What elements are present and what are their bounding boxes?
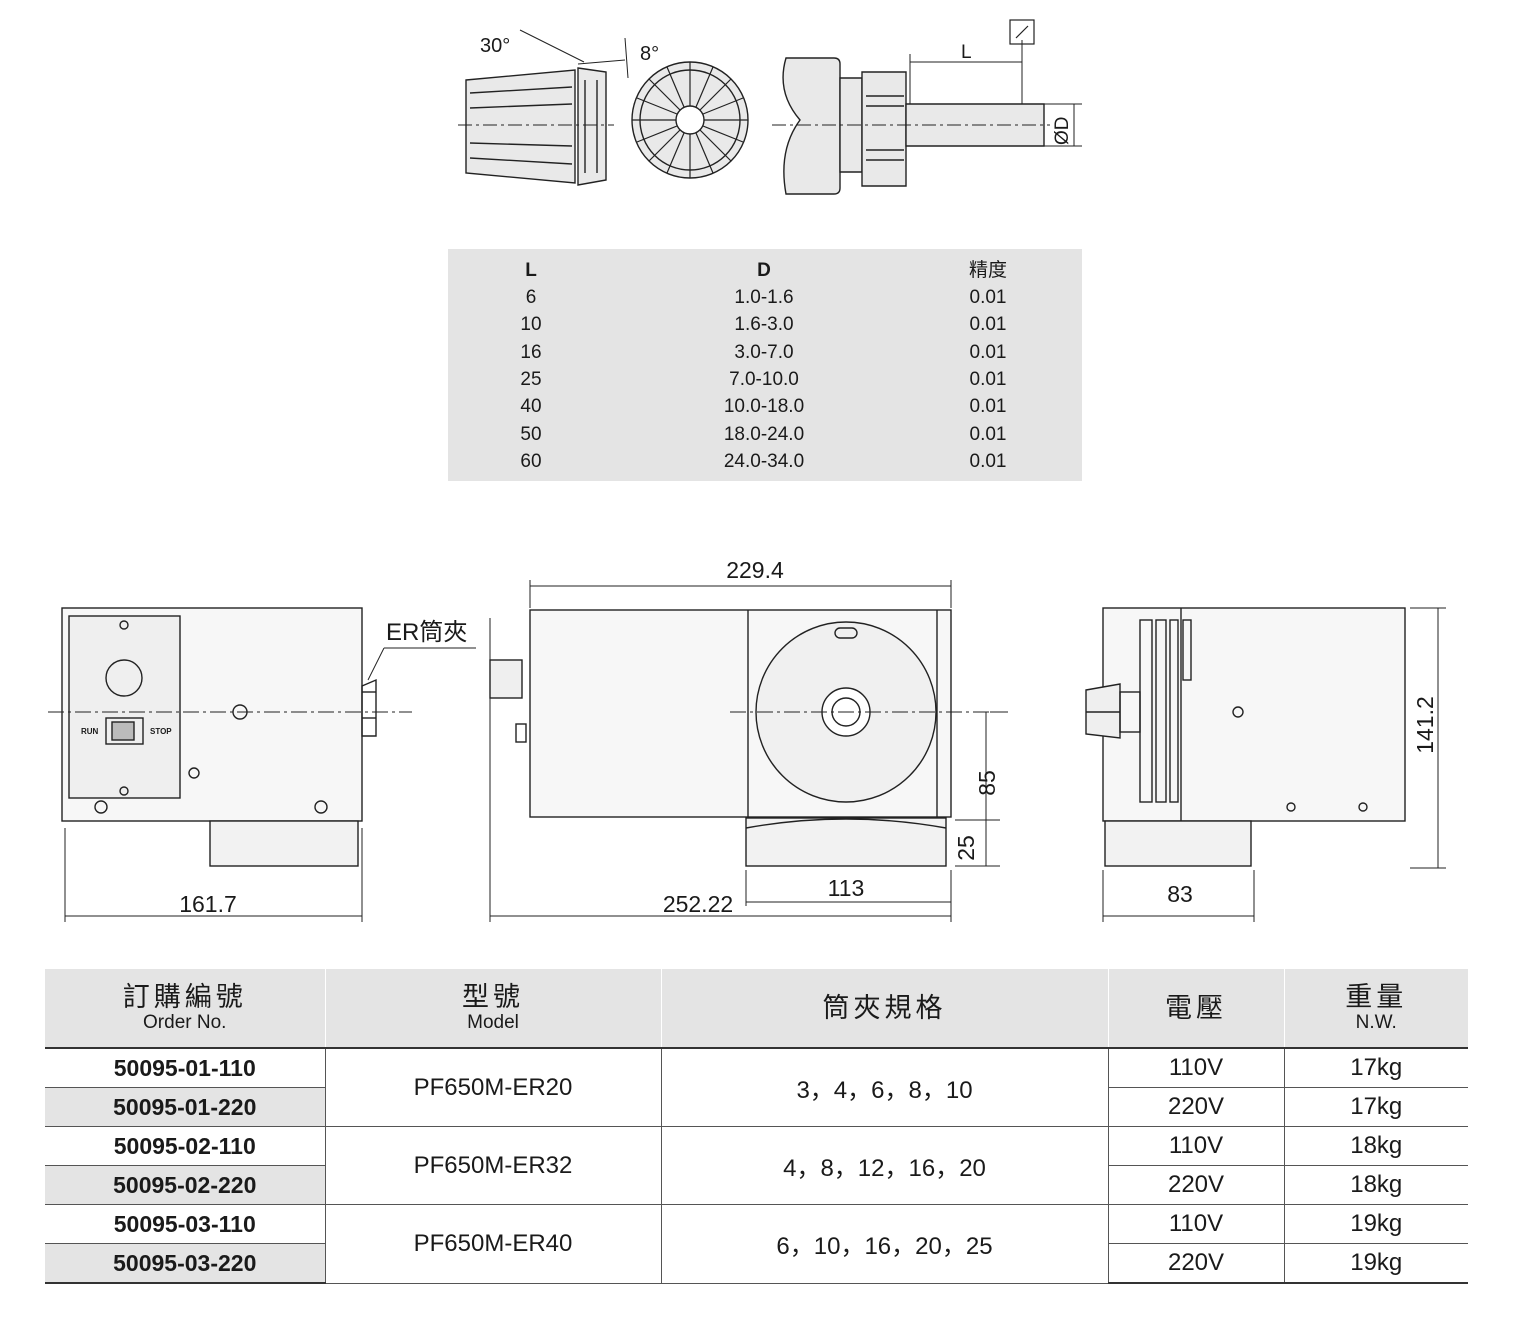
header-voltage: 電壓 — [1107, 969, 1284, 1049]
order-number: 50095-03-220 — [45, 1243, 325, 1284]
weight-cell: 17kg — [1283, 1087, 1468, 1127]
collet-spec-cell: 4，8，12，16，20 — [660, 1126, 1108, 1205]
dim-161: 161.7 — [179, 891, 237, 917]
weight-cell: 17kg — [1283, 1048, 1468, 1088]
order-number: 50095-03-110 — [45, 1204, 325, 1244]
model-cell: PF650M-ER20 — [324, 1048, 661, 1127]
voltage-cell: 110V — [1107, 1048, 1284, 1088]
precision-cell: 7.0-10.0 — [729, 368, 799, 390]
collet-drawing: 30° 8° L ØD — [458, 19, 1082, 195]
precision-table-row: 50 18.0-24.0 0.01 — [448, 421, 1082, 448]
precision-cell: 18.0-24.0 — [723, 423, 805, 445]
precision-cell: 0.01 — [969, 341, 1007, 363]
precision-cell: 精度 — [968, 260, 1008, 281]
angle-8-label: 8° — [640, 43, 659, 65]
voltage-cell: 220V — [1107, 1243, 1284, 1284]
precision-table-row: 6 1.0-1.6 0.01 — [448, 284, 1082, 311]
precision-cell: 60 — [520, 450, 542, 472]
precision-cell: 10.0-18.0 — [723, 396, 805, 418]
weight-cell: 18kg — [1283, 1165, 1468, 1205]
dim-83: 83 — [1167, 881, 1193, 907]
voltage-cell: 220V — [1107, 1087, 1284, 1127]
dimension-l-label: L — [961, 42, 972, 63]
precision-table-row: 16 3.0-7.0 0.01 — [448, 339, 1082, 366]
precision-cell: 1.0-1.6 — [734, 287, 794, 308]
header-model: 型號 Model — [324, 969, 661, 1049]
precision-cell: 25 — [520, 368, 542, 390]
voltage-cell: 110V — [1107, 1204, 1284, 1244]
machine-drawing: ER筒夾 RUN STOP 229.4 161.7 252.22 113 85 … — [48, 557, 1446, 922]
order-table: 訂購編號 Order No. 型號 Model 筒夾規格 電壓 重量 N.W. … — [45, 969, 1468, 1284]
voltage-cell: 110V — [1107, 1126, 1284, 1166]
precision-table-row: 25 7.0-10.0 0.01 — [448, 366, 1082, 393]
precision-table-row: 10 1.6-3.0 0.01 — [448, 311, 1082, 338]
precision-cell: 6 — [525, 287, 537, 308]
precision-cell: 50 — [520, 423, 542, 445]
header-collet-spec: 筒夾規格 — [660, 969, 1108, 1049]
dim-113: 113 — [828, 875, 865, 901]
order-number: 50095-01-110 — [45, 1048, 325, 1088]
precision-cell: 0.01 — [969, 287, 1007, 308]
precision-table: L D 精度 6 1.0-1.6 0.01 10 1.6-3.0 0.01 16 3.0-7.0 0.… — [448, 249, 1082, 481]
precision-cell: 24.0-34.0 — [723, 450, 805, 472]
precision-cell: 0.01 — [969, 396, 1007, 418]
precision-cell: 16 — [520, 341, 542, 363]
precision-cell: 0.01 — [969, 314, 1007, 336]
dim-229: 229.4 — [726, 557, 784, 583]
dim-141: 141.2 — [1412, 696, 1438, 754]
precision-table-header: L D 精度 — [448, 257, 1082, 284]
precision-cell: 1.6-3.0 — [734, 314, 794, 336]
er-collet-label: ER筒夾 — [386, 619, 467, 646]
model-cell: PF650M-ER40 — [324, 1204, 661, 1284]
collet-spec-cell: 3，4，6，8，10 — [660, 1048, 1108, 1127]
precision-cell: 0.01 — [969, 450, 1007, 472]
switch-stop-label: STOP — [150, 727, 172, 736]
weight-cell: 19kg — [1283, 1243, 1468, 1284]
order-table-header: 訂購編號 Order No. 型號 Model 筒夾規格 電壓 重量 N.W. — [45, 969, 1468, 1049]
angle-30-label: 30° — [480, 35, 510, 57]
precision-cell: 3.0-7.0 — [734, 341, 794, 363]
header-order-no: 訂購編號 Order No. — [45, 969, 325, 1049]
precision-cell: L — [525, 260, 537, 281]
model-cell: PF650M-ER32 — [324, 1126, 661, 1205]
precision-cell: 40 — [520, 396, 542, 418]
collet-spec-cell: 6，10，16，20，25 — [660, 1204, 1108, 1284]
order-number: 50095-02-110 — [45, 1126, 325, 1166]
precision-cell: 10 — [520, 314, 542, 336]
dim-252: 252.22 — [663, 891, 733, 917]
dim-25: 25 — [953, 835, 979, 861]
precision-cell: 0.01 — [969, 423, 1007, 445]
precision-cell: D — [757, 260, 771, 281]
header-weight: 重量 N.W. — [1283, 969, 1468, 1049]
dim-85: 85 — [974, 770, 1000, 796]
precision-table-row: 40 10.0-18.0 0.01 — [448, 393, 1082, 420]
weight-cell: 19kg — [1283, 1204, 1468, 1244]
weight-cell: 18kg — [1283, 1126, 1468, 1166]
precision-cell: 0.01 — [969, 368, 1007, 390]
dimension-d-label: ØD — [1052, 117, 1073, 146]
switch-run-label: RUN — [81, 727, 99, 736]
precision-table-row: 60 24.0-34.0 0.01 — [448, 448, 1082, 475]
order-number: 50095-01-220 — [45, 1087, 325, 1127]
voltage-cell: 220V — [1107, 1165, 1284, 1205]
order-number: 50095-02-220 — [45, 1165, 325, 1205]
